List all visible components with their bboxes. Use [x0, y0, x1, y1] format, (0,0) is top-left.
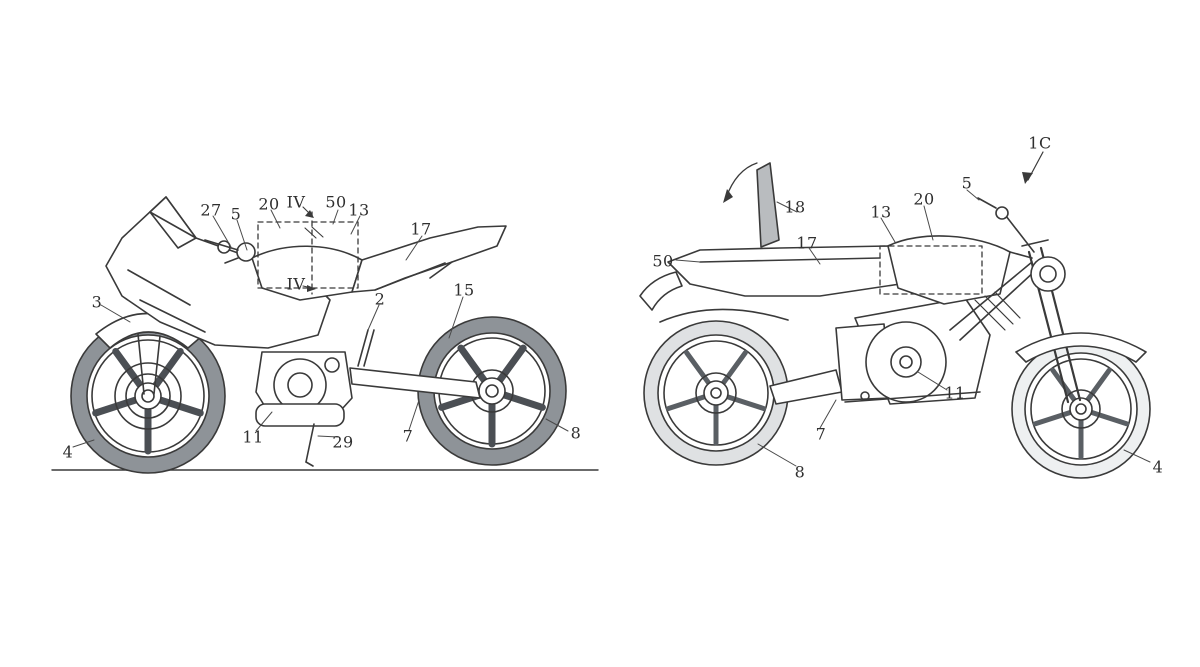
sportbike-engine [255, 351, 353, 427]
sportbike-shock [357, 329, 375, 367]
sportbike-leader-lines [72, 209, 569, 448]
sportbike-kickstand [305, 423, 315, 467]
naked-tank [887, 235, 1011, 305]
windscreen [149, 196, 197, 249]
naked-leader-lines [675, 189, 1151, 467]
grip-end [995, 206, 1009, 220]
section-arrow-top [302, 206, 314, 218]
naked-frame [949, 251, 1037, 341]
headlight [1030, 256, 1066, 292]
naked-seat-tail [667, 245, 901, 297]
naked-rear-blade [756, 162, 780, 248]
sportbike-figure [51, 196, 599, 474]
naked-bike-figure [639, 151, 1151, 479]
naked-rear-wheel [643, 320, 789, 466]
figure-pointer-arrow [1022, 151, 1044, 184]
sportbike-front-wheel [70, 318, 226, 474]
battery-box-dashed-right [879, 245, 983, 295]
sportbike-tank [251, 245, 363, 301]
section-arrow-bottom [302, 285, 316, 292]
naked-front-fender [1015, 332, 1147, 363]
break-marks [304, 226, 324, 239]
mirror [236, 242, 256, 262]
sportbike-swingarm [349, 367, 481, 399]
pivot-arrow [723, 162, 758, 203]
naked-front-wheel [1011, 339, 1151, 479]
sportbike-cockpit [204, 239, 256, 264]
naked-motor [835, 297, 991, 405]
naked-rear-fender [639, 271, 789, 323]
naked-front-end [977, 197, 1082, 404]
sportbike-rear-wheel [417, 316, 567, 466]
sportbike-tail [351, 225, 507, 293]
